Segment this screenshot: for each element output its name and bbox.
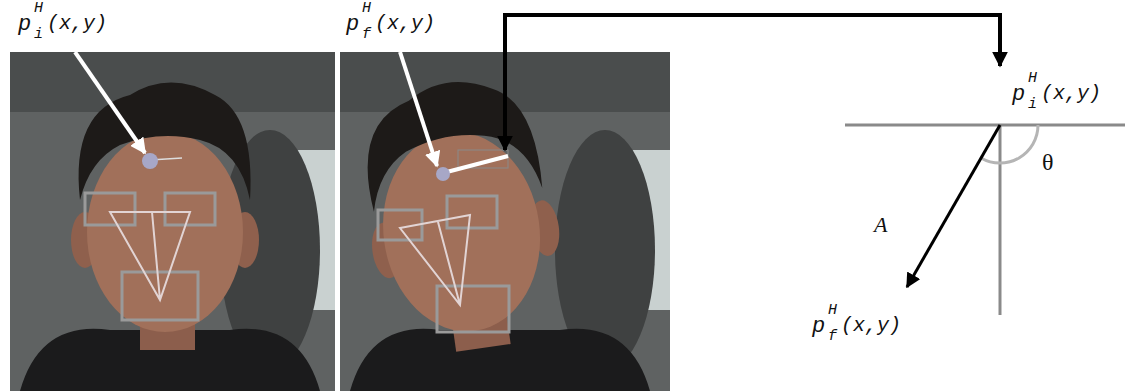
- axis-line: [999, 125, 1002, 315]
- superscript: H: [34, 1, 43, 16]
- point-symbol: p: [18, 14, 31, 36]
- displacement-vector: [907, 125, 1000, 287]
- face-photo: [10, 52, 335, 391]
- coordinates: (x,y): [841, 316, 901, 336]
- subscript: i: [34, 27, 43, 42]
- point-symbol: p: [812, 316, 825, 338]
- point-symbol: p: [1012, 84, 1025, 106]
- coordinates: (x,y): [375, 14, 435, 34]
- axis-line: [845, 124, 1125, 127]
- point-symbol: p: [346, 14, 359, 36]
- superscript: H: [1028, 71, 1037, 86]
- superscript: H: [362, 1, 371, 16]
- angle-label: θ: [1042, 150, 1054, 174]
- pointer-arrow: [505, 15, 1000, 150]
- coordinates: (x,y): [1041, 84, 1101, 104]
- magnitude-label: A: [874, 214, 887, 236]
- subscript: i: [1028, 97, 1037, 112]
- subscript: f: [362, 27, 371, 42]
- subscript: f: [828, 329, 837, 344]
- superscript: H: [828, 303, 837, 318]
- coordinates: (x,y): [47, 14, 107, 34]
